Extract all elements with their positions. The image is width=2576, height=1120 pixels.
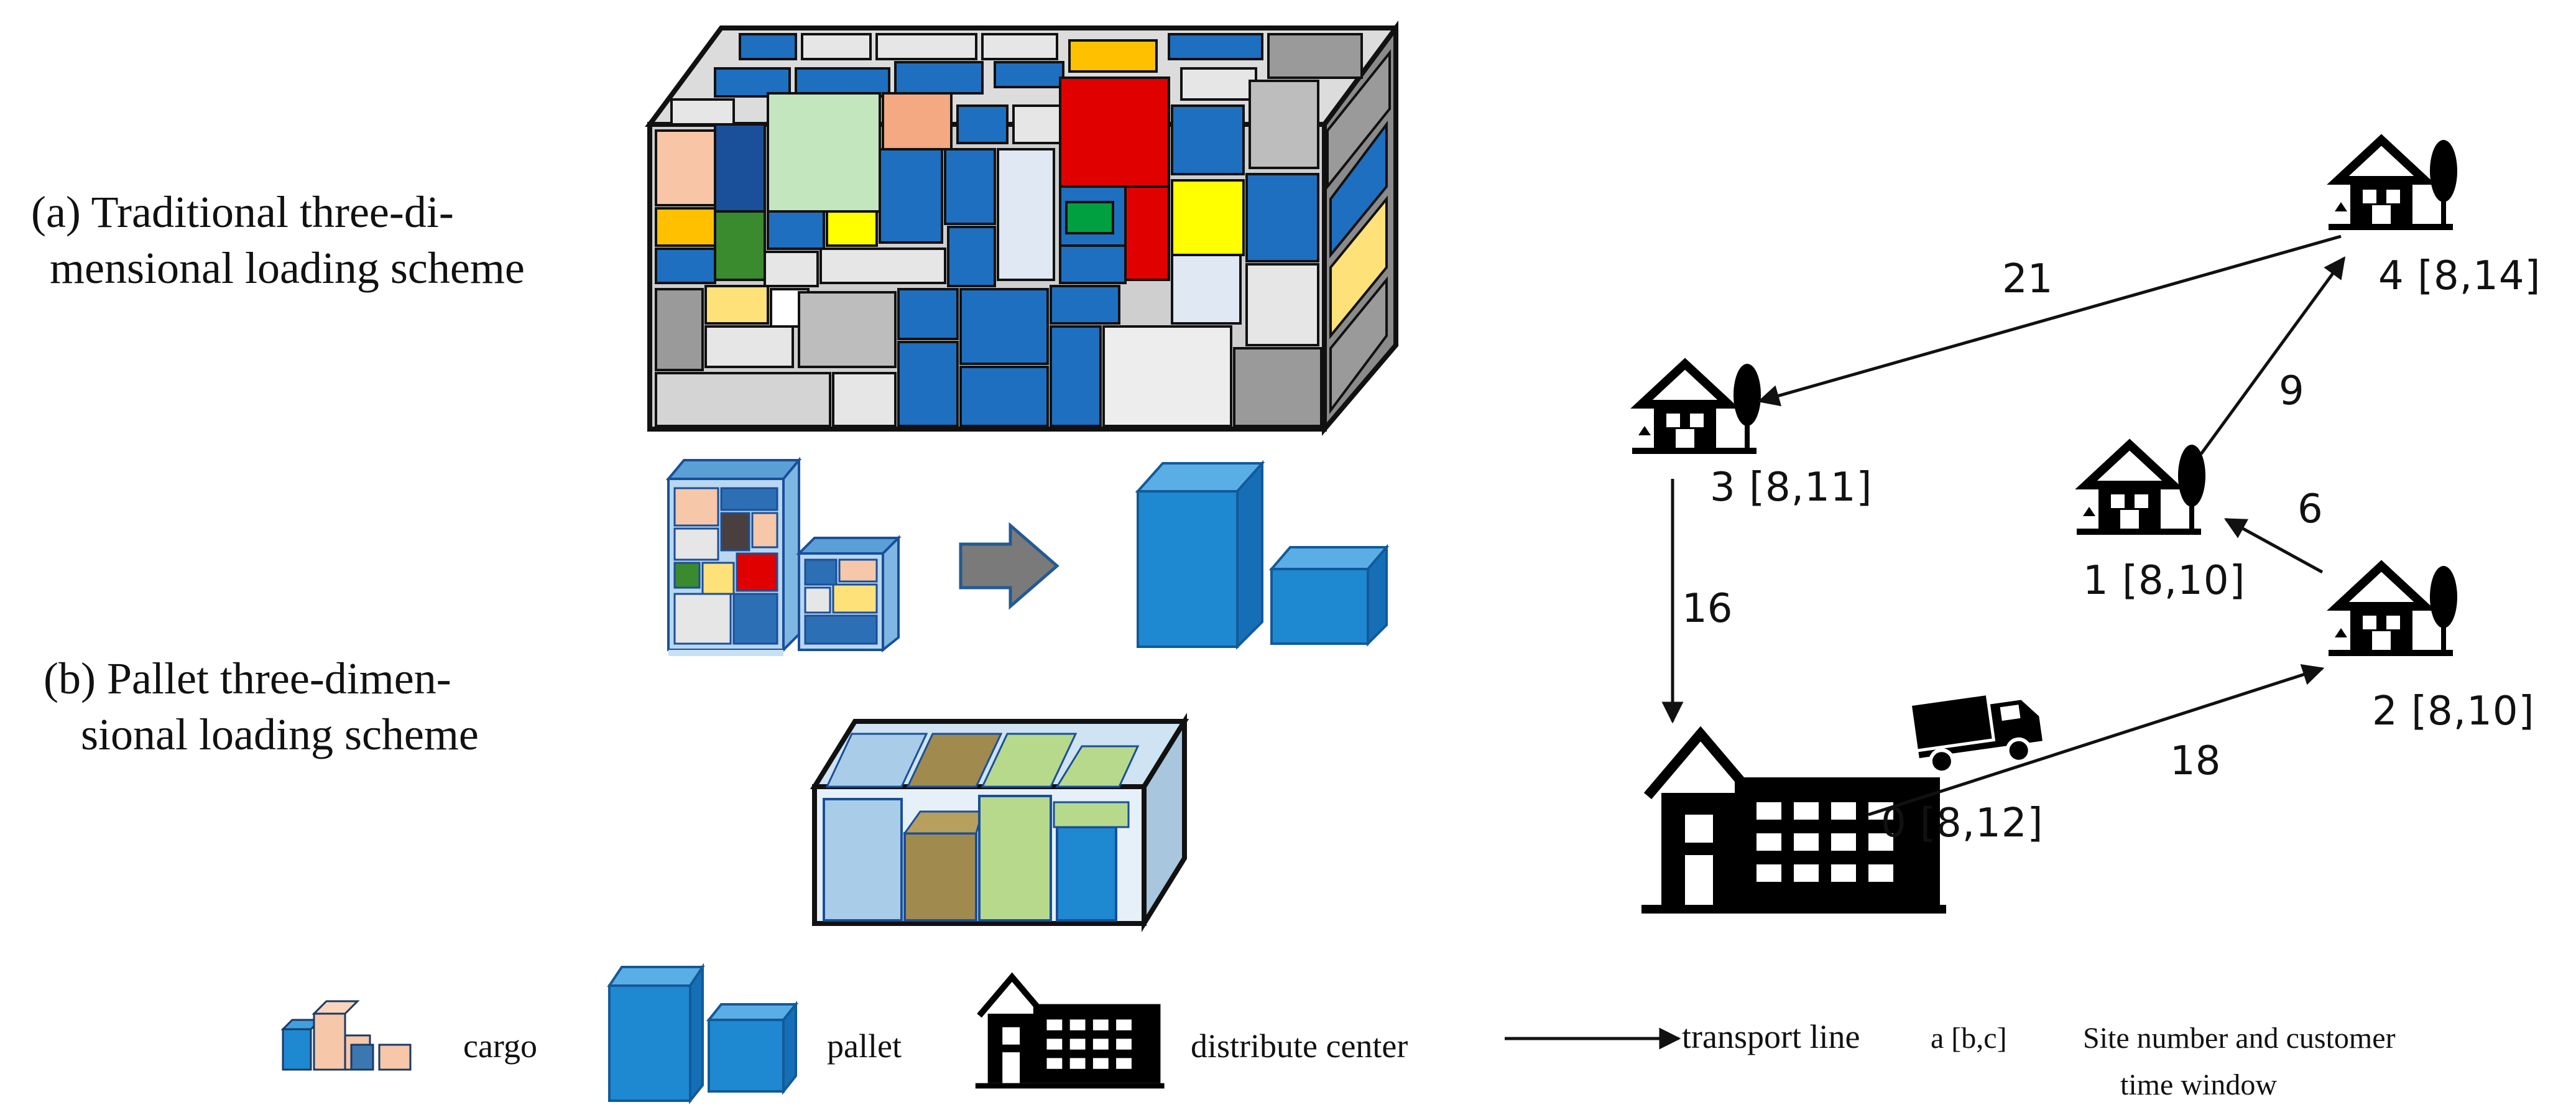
edge-weight-2-1: 6 (2297, 486, 2323, 532)
edge-weight-1-4: 9 (2279, 368, 2304, 414)
node-label-4: 4 [8,14] (2378, 253, 2541, 299)
mixed-cargo-stacks-illustration (665, 456, 902, 656)
legend-center-label: distribute center (1191, 1027, 1408, 1065)
house-icon-node-4 (2327, 134, 2457, 230)
edge-weight-4-3: 21 (2002, 256, 2052, 302)
traditional-container-illustration (645, 20, 1398, 436)
house-icon-node-2 (2327, 560, 2457, 656)
transformation-arrow (959, 522, 1059, 610)
legend: cargo pallet (280, 963, 2396, 1104)
truck-icon (1912, 695, 2043, 775)
edge-4-to-3 (1757, 234, 2342, 407)
legend-site-text-1: Site number and customer (2083, 1022, 2396, 1055)
node-label-3: 3 [8,11] (1710, 465, 1873, 511)
legend-site-symbol: a [b,c] (1931, 1022, 2007, 1055)
edge-weight-0-2: 18 (2170, 738, 2220, 784)
edge-0-to-2 (1868, 664, 2325, 817)
caption-b-line1: (b) Pallet three-dimen- (44, 654, 451, 703)
route-edges (1661, 234, 2346, 817)
legend-site-text-2: time window (2120, 1068, 2277, 1101)
pallet-legend-icon (607, 963, 799, 1104)
node-label-1: 1 [8,10] (2083, 558, 2246, 604)
node-label-2: 2 [8,10] (2372, 688, 2535, 734)
caption-a-line1: (a) Traditional three-di- (31, 187, 454, 237)
distribution-center-icon (1641, 726, 1946, 914)
edge-1-to-4 (2199, 256, 2346, 455)
legend-pallet-label: pallet (827, 1027, 902, 1065)
node-label-0: 0 [8,12] (1881, 800, 2044, 846)
pallets-illustration (1135, 460, 1390, 650)
legend-line-label: transport line (1682, 1018, 1860, 1055)
caption-a-line2: mensional loading scheme (50, 243, 525, 293)
house-icon-node-1 (2075, 438, 2205, 535)
distribution-center-legend-icon (975, 972, 1165, 1089)
cargo-legend-icon (280, 1000, 412, 1071)
legend-cargo-label: cargo (463, 1027, 537, 1065)
edge-weight-3-0: 16 (1682, 586, 1732, 632)
caption-b-line2: sional loading scheme (81, 710, 479, 759)
house-icon-node-3 (1630, 358, 1761, 454)
pallet-container-illustration (810, 712, 1189, 933)
edge-2-to-1 (2223, 517, 2324, 574)
